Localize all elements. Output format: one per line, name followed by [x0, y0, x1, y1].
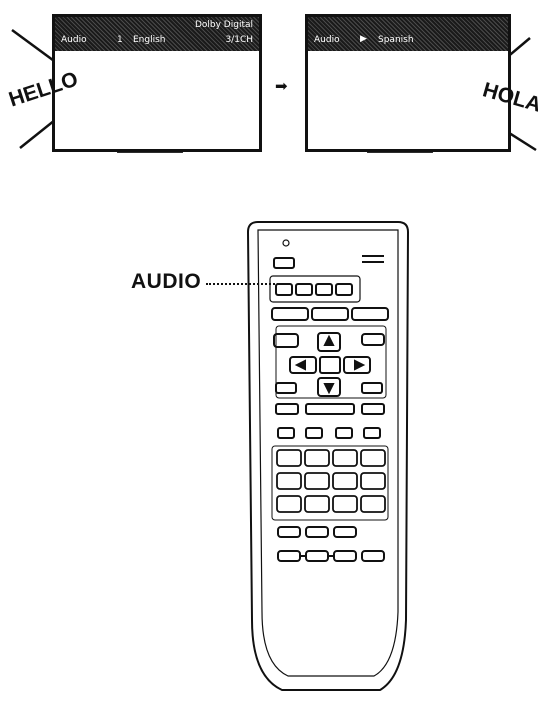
remote-control — [248, 222, 408, 690]
osd-arrow-icon: ▶ — [360, 34, 367, 44]
callout-leader-line — [206, 283, 282, 285]
osd-audio-label: Audio — [61, 35, 87, 45]
tv-screen-after: Audio ▶ Spanish — [305, 14, 511, 152]
osd-bar-after: Audio ▶ Spanish — [308, 17, 508, 51]
osd-channels: 3/1CH — [225, 35, 253, 45]
osd-track-number: 1 — [117, 35, 123, 45]
audio-button — [276, 284, 292, 295]
osd-format: Dolby Digital — [195, 20, 253, 30]
osd-language: Spanish — [378, 35, 414, 45]
osd-audio-label: Audio — [314, 35, 340, 45]
osd-bar-before: Dolby Digital Audio 1 English 3/1CH — [55, 17, 259, 51]
audio-callout-label: AUDIO — [131, 270, 201, 294]
right-arrow-icon: ➡ — [275, 77, 288, 95]
tv-screen-before: Dolby Digital Audio 1 English 3/1CH — [52, 14, 262, 152]
osd-language: English — [133, 35, 166, 45]
